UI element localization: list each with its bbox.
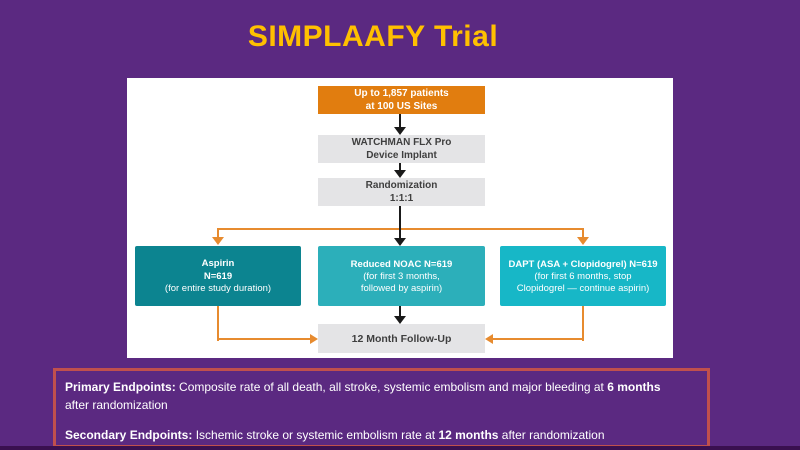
arrow-aspirin-to-followup-vline (217, 306, 219, 341)
randomization-box-line2: 1:1:1 (389, 193, 414, 204)
arrow-dapt-to-followup-vline (582, 306, 584, 341)
arrow-to-dapt-head (577, 237, 589, 245)
arm-dapt-detail2: Clopidogrel — continue aspirin) (516, 282, 650, 294)
branch-right-stub (582, 228, 584, 238)
arrow-patients-to-implant-head (394, 127, 406, 135)
arm-noac-detail2: followed by aspirin) (360, 282, 443, 294)
arm-noac-detail1: (for first 3 months, (363, 270, 440, 282)
arrow-aspirin-to-followup-head (310, 334, 318, 344)
arm-dapt-detail1: (for first 6 months, stop (534, 270, 632, 282)
arm-dapt-title1: DAPT (ASA + Clopidogrel) N=619 (508, 258, 658, 270)
arm-noac-title1: Reduced NOAC N=619 (350, 258, 453, 270)
implant-box-line2: Device Implant (366, 150, 437, 161)
patients-box-line2: at 100 US Sites (365, 101, 438, 112)
followup-box-label: 12 Month Follow-Up (351, 332, 452, 345)
arrow-implant-to-randomization-head (394, 170, 406, 178)
primary-endpoints-text: Composite rate of all death, all stroke,… (175, 380, 608, 394)
secondary-endpoints-line: Secondary Endpoints: Ischemic stroke or … (65, 426, 698, 444)
arrow-dapt-to-followup-hline (493, 338, 583, 340)
primary-endpoints-line1: Primary Endpoints: Composite rate of all… (65, 378, 698, 396)
arrow-to-aspirin-head (212, 237, 224, 245)
patients-box-line1: Up to 1,857 patients (354, 88, 449, 99)
implant-box-line1: WATCHMAN FLX Pro (351, 137, 452, 148)
secondary-endpoints-bold: 12 months (438, 428, 499, 442)
arm-aspirin-detail1: (for entire study duration) (164, 283, 272, 294)
randomization-box-line1: Randomization (365, 180, 438, 191)
arrow-dapt-to-followup-head (485, 334, 493, 344)
primary-endpoints-bold: 6 months (607, 380, 661, 394)
arrow-randomization-to-noac-line (399, 206, 401, 239)
secondary-endpoints-tail: after randomization (498, 428, 605, 442)
followup-box: 12 Month Follow-Up (318, 324, 485, 353)
secondary-endpoints-label: Secondary Endpoints: (65, 428, 193, 442)
primary-endpoints-line2: after randomization (65, 398, 168, 412)
arm-aspirin-box: Aspirin N=619 (for entire study duration… (135, 246, 301, 306)
arrow-patients-to-implant-line (399, 114, 401, 128)
bottom-edge-strip (0, 446, 800, 450)
arm-aspirin-title1: Aspirin (201, 258, 235, 269)
branch-left-stub (217, 228, 219, 238)
implant-box: WATCHMAN FLX Pro Device Implant (318, 135, 485, 163)
arrow-noac-to-followup-line (399, 306, 401, 317)
arrow-implant-to-randomization-line (399, 163, 401, 171)
endpoints-spacer (65, 414, 698, 426)
endpoints-box: Primary Endpoints: Composite rate of all… (53, 368, 710, 448)
arm-aspirin-title2: N=619 (203, 271, 233, 282)
arrow-randomization-to-noac-head (394, 238, 406, 246)
flowchart-panel: Up to 1,857 patients at 100 US Sites WAT… (127, 78, 673, 358)
randomization-box: Randomization 1:1:1 (318, 178, 485, 206)
arrow-aspirin-to-followup-hline (217, 338, 310, 340)
slide-title: SIMPLAAFY Trial (247, 20, 499, 53)
arm-dapt-box: DAPT (ASA + Clopidogrel) N=619 (for firs… (500, 246, 666, 306)
patients-box: Up to 1,857 patients at 100 US Sites (318, 86, 485, 114)
arm-noac-box: Reduced NOAC N=619 (for first 3 months, … (318, 246, 485, 306)
primary-endpoints-label: Primary Endpoints: (65, 380, 176, 394)
secondary-endpoints-text: Ischemic stroke or systemic embolism rat… (192, 428, 439, 442)
arrow-noac-to-followup-head (394, 316, 406, 324)
